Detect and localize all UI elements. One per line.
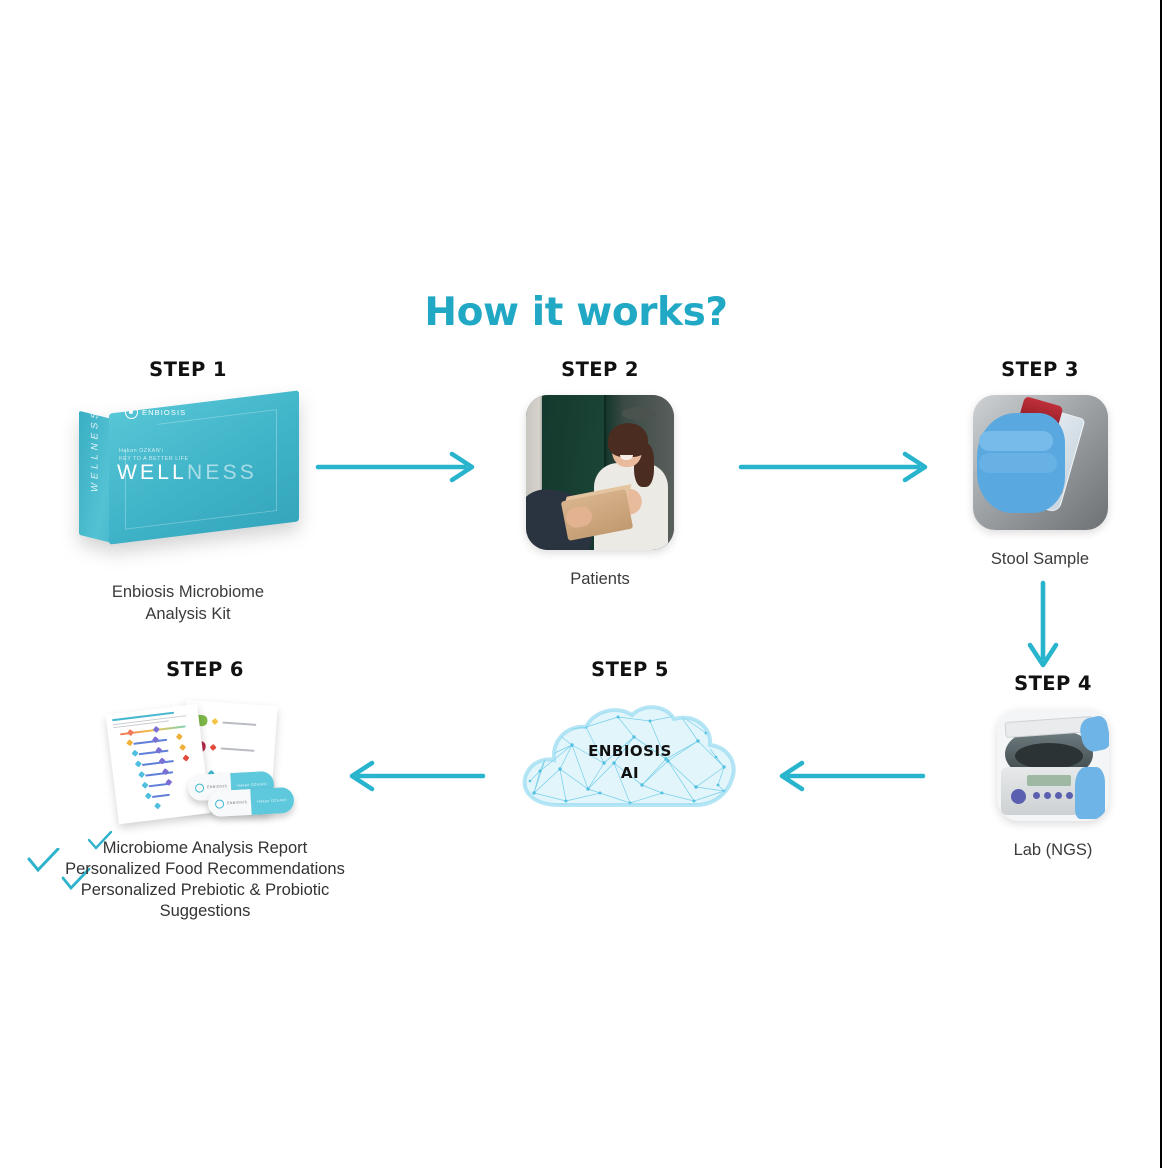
ai-cloud-label: ENBIOSIS AI (510, 741, 750, 785)
arrow-step4-step5 (779, 760, 926, 792)
step-3-caption: Stool Sample (990, 550, 1090, 568)
food-item-row (192, 714, 257, 729)
capsule-white-half: ENBIOSIS (207, 789, 252, 818)
step-3-label: STEP 3 (1001, 358, 1079, 381)
slide-right-border (1160, 0, 1162, 1168)
food-label-line (222, 721, 257, 726)
stool-sample-illustration (972, 395, 1108, 530)
patients-illustration (526, 395, 674, 550)
enbiosis-logo-icon (125, 406, 138, 419)
step-1-caption-line-2: Analysis Kit (145, 605, 231, 624)
patient-receiving-package-photo (526, 395, 674, 550)
report-bar (145, 771, 174, 777)
photo-centrifuge-rotor (1015, 743, 1083, 769)
kit-box: WELLNESS ENBIOSIS Hakan OZKAN'ı KEY TO A… (73, 390, 303, 555)
report-marker (126, 739, 134, 747)
benefit-item: Personalized Prebiotic & Probiotic (80, 881, 330, 899)
step-5-block: STEP 5 (480, 658, 780, 831)
enbiosis-logo-icon (194, 782, 205, 793)
kit-box-word-light: NESS (187, 461, 257, 484)
kit-box-wellness-word: WELLNESS (117, 461, 257, 485)
step-1-caption-line-1: Enbiosis Microbiome (111, 583, 265, 601)
kit-box-side: WELLNESS (79, 407, 113, 544)
microbiome-analysis-report-page (105, 703, 211, 825)
benefit-item: Microbiome Analysis Report (102, 839, 308, 857)
photo-lamp (622, 407, 656, 420)
report-marker (182, 754, 190, 762)
step-6-benefits-list: Microbiome Analysis Report Personalized … (25, 831, 385, 922)
report-marker (134, 760, 142, 768)
photo-woman-smile (620, 455, 633, 460)
ai-network-cloud-icon (522, 705, 736, 807)
arrow-step5-step6 (349, 760, 486, 792)
report-bar (133, 738, 168, 745)
food-marker-icon (211, 717, 219, 726)
stool-sample-photo (972, 395, 1108, 530)
report-marker (141, 781, 149, 789)
arrow-step3-step4 (1027, 580, 1059, 668)
step-2-block: STEP 2 Patients (450, 358, 750, 590)
step-6-label: STEP 6 (166, 658, 244, 681)
photo-centrifuge-buttons (1033, 792, 1073, 799)
photo-centrifuge-display (1027, 775, 1071, 786)
photo-glove-finger-3 (982, 475, 1053, 495)
photo-gloved-hand-lower (1075, 767, 1105, 819)
kit-box-kicker: Hakan OZKAN'ı KEY TO A BETTER LIFE (119, 447, 189, 464)
lab-centrifuge-illustration (997, 709, 1109, 821)
lab-centrifuge-photo (997, 709, 1109, 821)
food-marker-icon (209, 743, 217, 751)
report-marker (131, 749, 139, 757)
food-label-line (220, 746, 255, 752)
kit-box-kicker-line-1: Hakan OZKAN'ı (119, 448, 164, 454)
kit-box-word-bold: WELL (117, 461, 187, 484)
report-marker (175, 733, 183, 741)
ai-cloud-label-line-1: ENBIOSIS (588, 742, 672, 760)
kit-box-kicker-line-2: KEY TO A BETTER LIFE (119, 456, 189, 463)
step-5-label: STEP 5 (591, 658, 669, 681)
arrow-step2-step3 (738, 451, 928, 483)
ai-cloud-label-line-2: AI (620, 763, 640, 782)
step-1-block: STEP 1 WELLNESS ENBIOSIS Hakan OZKAN'ı K… (38, 358, 338, 626)
step-2-label: STEP 2 (561, 358, 639, 381)
step-1-caption: Enbiosis Microbiome Analysis Kit (38, 581, 338, 626)
enbiosis-logo-text: ENBIOSIS (142, 408, 187, 417)
step-1-label: STEP 1 (149, 358, 227, 381)
enbiosis-logo: ENBIOSIS (125, 406, 186, 419)
report-bar (138, 749, 169, 756)
report-bar (151, 793, 170, 798)
report-marker (126, 729, 134, 737)
report-marker (144, 792, 152, 800)
photo-glove-finger-1 (978, 431, 1053, 451)
step-2-caption: Patients (570, 570, 630, 588)
kit-box-side-text: WELLNESS (89, 407, 101, 494)
benefit-item: Personalized Food Recommendations (65, 860, 345, 878)
report-marker (152, 725, 160, 733)
step-4-block: STEP 4 Lab (NGS) (903, 672, 1168, 861)
photo-centrifuge-knob-left (1011, 789, 1026, 804)
step-4-label: STEP 4 (1014, 672, 1092, 695)
enbiosis-logo-icon (214, 798, 225, 809)
capsule-brand-text: ENBIOSIS (206, 784, 228, 790)
enbiosis-kit-illustration: WELLNESS ENBIOSIS Hakan OZKAN'ı KEY TO A… (73, 390, 303, 555)
photo-woman-hair (608, 423, 648, 457)
page-title: How it works? (424, 290, 728, 335)
step-6-block: STEP 6 (27, 658, 355, 920)
report-marker (138, 771, 146, 779)
step-3-block: STEP 3 Stool Sample (890, 358, 1168, 570)
reports-and-capsules-illustration: ENBIOSIS Hakan OZKAN'ı ENBIOSIS Hakan OZ… (105, 699, 300, 826)
ai-cloud-illustration: ENBIOSIS AI (510, 701, 750, 831)
capsule-brand-text: ENBIOSIS (226, 800, 248, 806)
capsule-name-text: Hakan OZKAN'ı (237, 782, 268, 788)
capsule-teal-half: Hakan OZKAN'ı (250, 786, 295, 815)
prebiotic-capsule: ENBIOSIS Hakan OZKAN'ı (207, 786, 295, 818)
photo-glove-finger-2 (978, 453, 1057, 473)
report-marker (154, 802, 162, 810)
photo-lamp-cord (648, 395, 650, 409)
benefit-item: Suggestions (159, 902, 251, 920)
step-4-caption: Lab (NGS) (1013, 841, 1093, 859)
capsule-name-text: Hakan OZKAN'ı (257, 798, 288, 804)
arrow-step1-step2 (315, 451, 475, 483)
report-marker (179, 743, 187, 751)
